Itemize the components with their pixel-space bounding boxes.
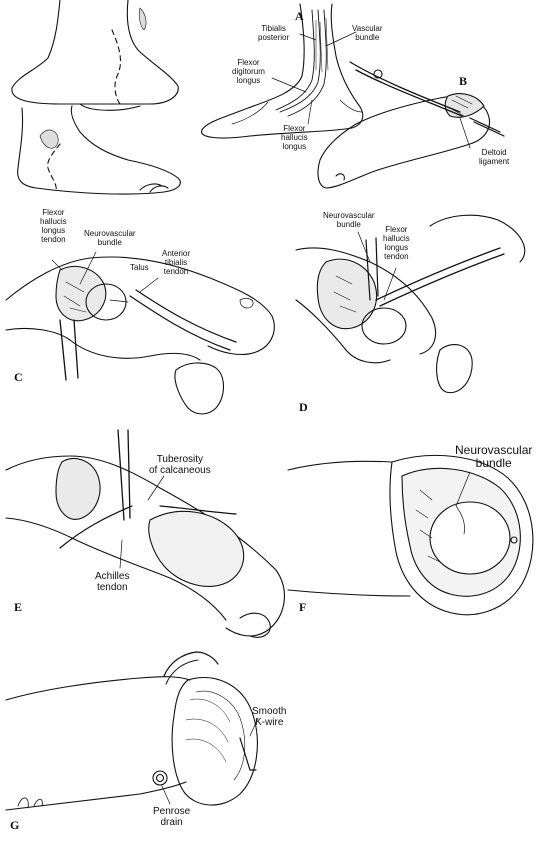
label-flexor-hallucis-longus-tendon-c: Flexor hallucis longus tendon — [40, 208, 67, 244]
panel-letter-d: D — [299, 400, 308, 414]
label-neurovascular-bundle-c: Neurovascular bundle — [84, 229, 136, 247]
panel-g-drawing — [5, 651, 258, 811]
incision-diagram-lateral — [17, 105, 181, 195]
label-flexor-digitorum-longus: Flexor digitorum longus — [232, 58, 265, 85]
incision-diagram-medial — [11, 0, 179, 111]
panel-letter-g: G — [10, 818, 20, 832]
label-achilles-tendon: Achilles tendon — [95, 571, 130, 593]
panel-d-drawing — [295, 214, 526, 394]
label-anterior-tibialis-tendon: Anterior tibialis tendon — [162, 249, 191, 276]
panel-letter-a: A — [295, 9, 304, 23]
panel-letter-f: F — [299, 600, 307, 614]
panel-c-drawing — [5, 256, 275, 415]
label-flexor-hallucis-longus-a: Flexor hallucis longus — [281, 124, 308, 151]
panel-b-drawing — [317, 61, 505, 189]
panel-e-drawing — [5, 429, 285, 638]
label-talus: Talus — [130, 263, 149, 272]
label-vascular-bundle: Vascular bundle — [352, 24, 383, 42]
label-tuberosity-of-calcaneous: Tuberosity of calcaneous — [149, 454, 211, 476]
leader-lines — [51, 31, 471, 805]
label-deltoid-ligament: Deltoid ligament — [479, 148, 510, 166]
label-neurovascular-bundle-f: Neurovascular bundle — [455, 443, 533, 470]
label-tibialis-posterior: Tibialis posterior — [258, 24, 290, 42]
label-flexor-hallucis-longus-tendon-d: Flexor hallucis longus tendon — [383, 225, 410, 261]
panel-letter-e: E — [14, 600, 23, 614]
label-neurovascular-bundle-d: Neurovascular bundle — [323, 211, 375, 229]
panel-a-drawing — [201, 3, 364, 139]
label-penrose-drain: Penrose drain — [153, 806, 191, 828]
panel-letter-c: C — [14, 370, 23, 384]
panel-letter-b: B — [459, 74, 468, 88]
label-smooth-k-wire: Smooth K-wire — [252, 706, 287, 728]
panel-f-drawing — [287, 454, 534, 616]
